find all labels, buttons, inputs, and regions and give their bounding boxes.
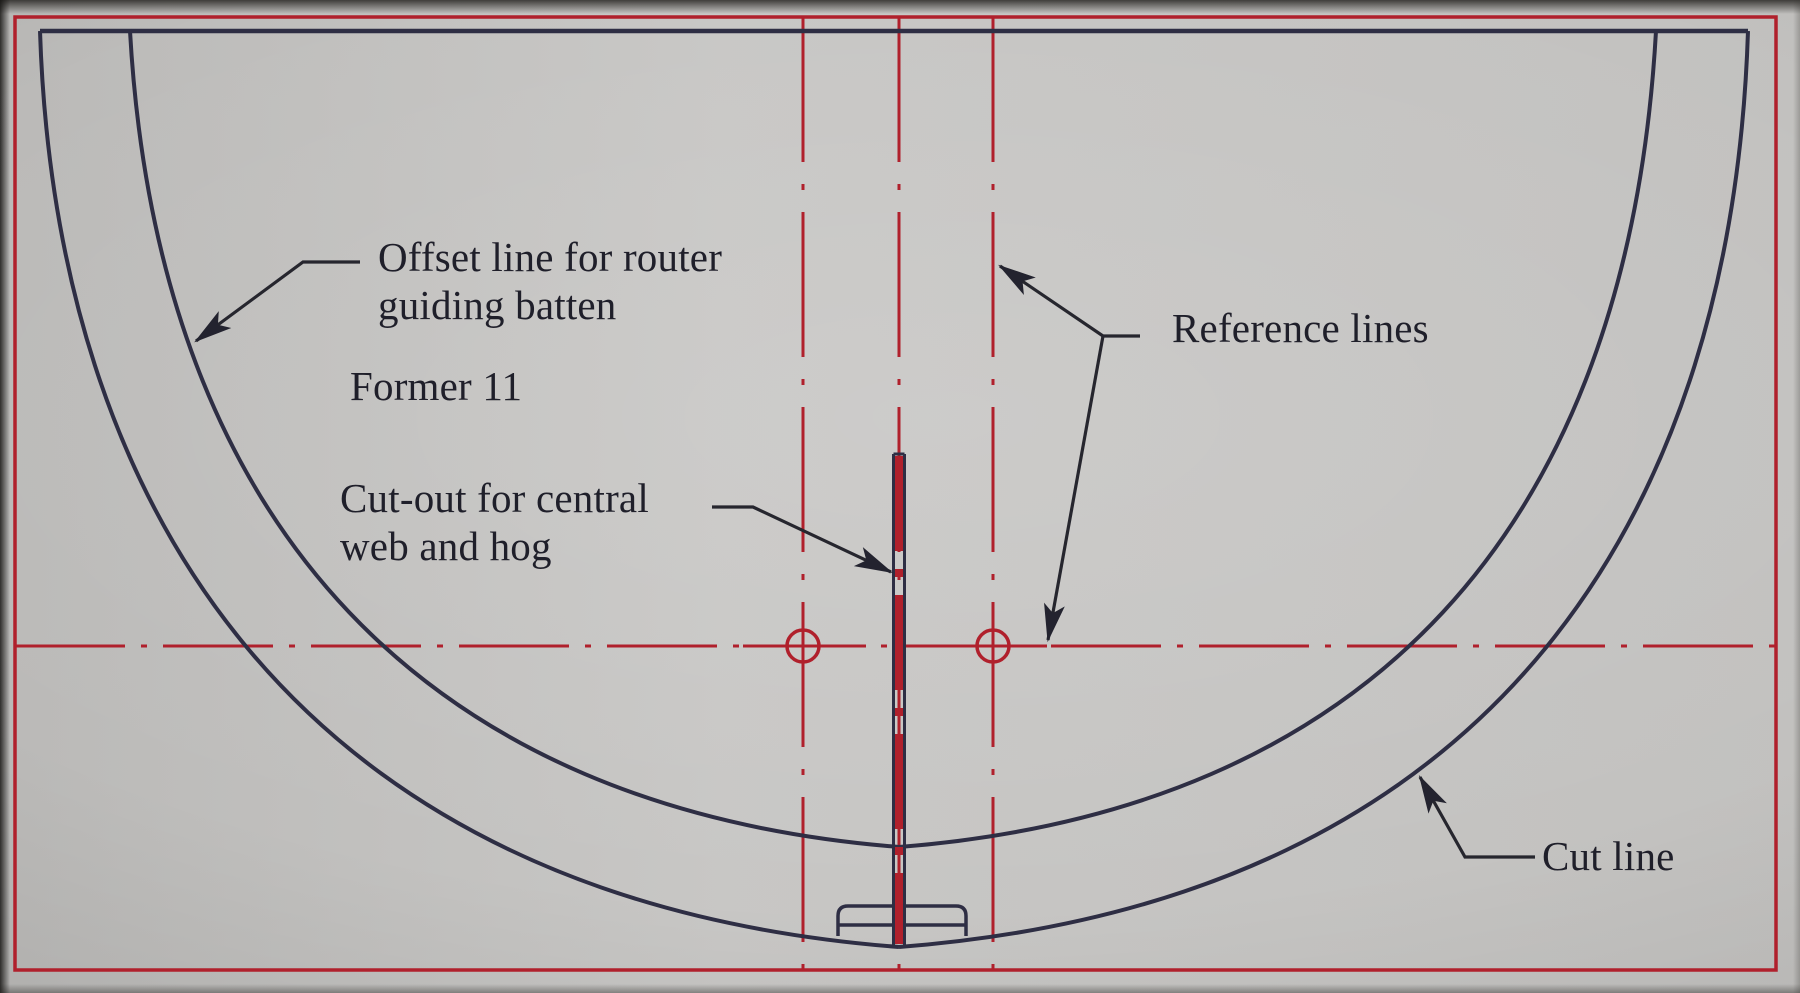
offset-line-label: Offset line for router guiding batten bbox=[378, 233, 722, 329]
reference-leader-arrow-up bbox=[998, 264, 1140, 338]
offset-line-leader-arrow bbox=[194, 260, 360, 343]
former-number-label: Former 11 bbox=[350, 363, 523, 409]
cut-line-label: Cut line bbox=[1542, 833, 1675, 879]
offset-line-right bbox=[898, 30, 1658, 849]
datum-target-left-icon bbox=[785, 628, 821, 664]
cutout-leader-arrow bbox=[712, 505, 894, 574]
central-web-slot-outline bbox=[892, 452, 906, 946]
cutout-label: Cut-out for central web and hog bbox=[340, 474, 649, 570]
offset-line-label-line2: guiding batten bbox=[378, 282, 617, 328]
offset-line-left bbox=[128, 30, 900, 849]
cut-line-right bbox=[898, 30, 1750, 949]
reference-lines-label: Reference lines bbox=[1172, 305, 1429, 351]
sheet-border bbox=[13, 15, 1778, 972]
cut-line-left bbox=[38, 30, 900, 949]
reference-leader-arrow-down bbox=[1044, 335, 1105, 643]
offset-line-label-line1: Offset line for router bbox=[378, 234, 723, 280]
datum-target-right-icon bbox=[975, 628, 1011, 664]
cutout-label-line2: web and hog bbox=[340, 523, 552, 569]
cut-line-leader-arrow bbox=[1418, 774, 1535, 859]
cutout-label-line1: Cut-out for central bbox=[340, 475, 649, 521]
